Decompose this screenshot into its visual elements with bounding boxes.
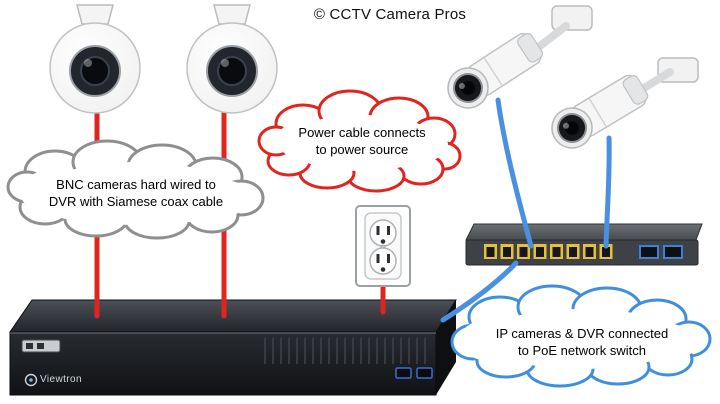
camera-lens-icon bbox=[81, 57, 109, 85]
dvr bbox=[9, 299, 457, 396]
dvr-brand-label: Viewtron bbox=[40, 374, 82, 385]
power-outlet bbox=[355, 205, 411, 287]
dvr-vents bbox=[258, 338, 426, 364]
bullet-camera-1 bbox=[447, 5, 593, 109]
callout-power-label: Power cable connects to power source bbox=[272, 124, 452, 158]
callout-poe-line2: to PoE network switch bbox=[518, 343, 646, 358]
dome-camera-1 bbox=[49, 4, 141, 114]
callout-bnc-line2: DVR with Siamese coax cable bbox=[48, 194, 224, 209]
callout-power-cloud bbox=[257, 89, 462, 193]
bullet-camera-2 bbox=[551, 57, 699, 149]
callout-bnc-line1: BNC cameras hard wired to bbox=[56, 177, 216, 192]
poe-switch bbox=[465, 223, 703, 266]
callout-poe-cloud bbox=[450, 284, 712, 388]
dvr-usb-ports bbox=[395, 367, 433, 379]
ethernet-cables bbox=[440, 97, 612, 323]
poe-switch-ethernet-ports bbox=[484, 244, 613, 259]
callout-poe-line1: IP cameras & DVR connected bbox=[495, 326, 669, 341]
ethernet-cable-camera-4 bbox=[603, 135, 612, 249]
callout-bnc-cloud bbox=[6, 139, 265, 240]
camera-mount bbox=[551, 5, 593, 31]
diagram-title: © CCTV Camera Pros bbox=[313, 6, 467, 23]
callout-power-line1: Power cable connects bbox=[298, 125, 426, 140]
ethernet-cable-camera-3 bbox=[495, 97, 534, 249]
viewtron-logo-icon bbox=[24, 373, 38, 387]
camera-lens-icon bbox=[218, 57, 246, 85]
poe-switch-sfp-ports bbox=[639, 245, 683, 259]
callout-bnc-label: BNC cameras hard wired to DVR with Siame… bbox=[25, 176, 247, 210]
dvr-front-panel-display bbox=[21, 339, 61, 353]
callout-power-line2: to power source bbox=[315, 142, 409, 157]
dome-camera-2 bbox=[186, 4, 278, 114]
ethernet-cable-dvr bbox=[440, 260, 519, 323]
callout-poe-label: IP cameras & DVR connected to PoE networ… bbox=[462, 325, 702, 359]
